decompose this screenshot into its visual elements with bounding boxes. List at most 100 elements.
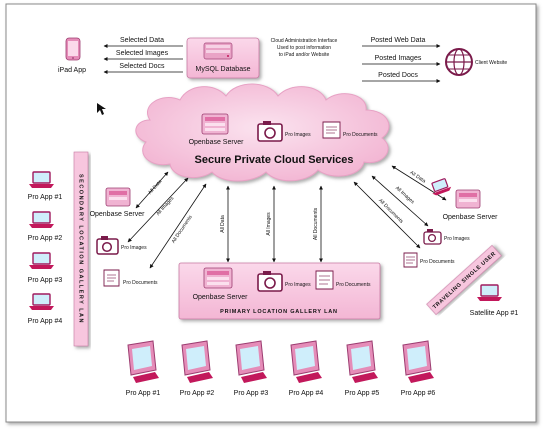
center-all-data-label: All Data (220, 215, 226, 233)
primary-app-label: Pro App #1 (126, 390, 161, 397)
traveling-images-label: Pro Images (444, 236, 470, 242)
posted-docs-label: Posted Docs (378, 72, 418, 79)
traveling-server: Openbase Server (443, 189, 499, 221)
primary-app-label: Pro App #3 (234, 390, 269, 397)
laptop-icon (477, 284, 502, 301)
secondary-laptop-4: Pro App #4 (28, 293, 63, 325)
website-arrows: Posted Web Data Posted Images Posted Doc… (362, 37, 441, 83)
desktop-monitor-icon (235, 340, 267, 383)
server-icon (105, 187, 131, 207)
traveling-images: Pro Images (423, 229, 470, 245)
satellite-app-label: Satellite App #1 (470, 310, 519, 317)
primary-images-label: Pro Images (285, 282, 311, 288)
cloud-server-label: Openbase Server (189, 139, 245, 146)
posted-images-label: Posted Images (375, 55, 422, 62)
secondary-lan: SECONDARY LOCATION GALLERY LAN (73, 151, 89, 347)
primary-lan: Openbase Server Pro Images Pro Documents… (178, 262, 381, 320)
secondary-banner (73, 151, 89, 347)
secondary-documents-label: Pro Documents (123, 280, 158, 286)
mysql-database-box: MySQL Database (186, 37, 260, 79)
primary-desktop-5: Pro App #5 (345, 340, 380, 397)
selected-docs-label: Selected Docs (119, 63, 165, 70)
selected-data-label: Selected Data (120, 37, 164, 44)
cloud-title: Secure Private Cloud Services (195, 154, 354, 166)
mysql-database-label: MySQL Database (196, 66, 251, 73)
client-website-label: Client Website (475, 60, 507, 66)
desktop-monitor-icon (346, 340, 378, 383)
laptop-icon (29, 171, 54, 188)
primary-app-label: Pro App #4 (289, 390, 324, 397)
laptop-icon (431, 178, 452, 196)
laptop-icon (29, 293, 54, 310)
cloud-camera-icon (257, 121, 283, 142)
secondary-app-label: Pro App #2 (28, 235, 63, 242)
globe-icon (445, 48, 473, 76)
cloud-admin-note: Cloud Administration Interface Used to p… (271, 38, 338, 58)
client-website: Client Website (445, 48, 507, 76)
primary-desktop-2: Pro App #2 (180, 340, 215, 397)
cloud-admin-line-1: Cloud Administration Interface (271, 38, 338, 44)
desktop-monitor-icon (290, 340, 322, 383)
page-frame (5, 3, 537, 423)
secondary-app-label: Pro App #3 (28, 277, 63, 284)
camera-icon (423, 229, 442, 245)
secondary-documents: Pro Documents (103, 269, 158, 287)
desktop-monitor-icon (181, 340, 213, 383)
cursor-icon (97, 103, 106, 115)
primary-desktop-3: Pro App #3 (234, 340, 269, 397)
secondary-images-label: Pro Images (121, 245, 147, 251)
secondary-images: Pro Images (96, 236, 147, 255)
document-icon (403, 252, 418, 268)
cloud-admin-line-3: to iPad and/or Website (279, 52, 330, 58)
camera-icon (96, 236, 119, 255)
primary-desktop-6: Pro App #6 (401, 340, 436, 397)
secondary-app-label: Pro App #1 (28, 194, 63, 201)
ipad-arrows: Selected Data Selected Images Selected D… (103, 37, 183, 74)
satellite-laptop: Satellite App #1 (470, 284, 519, 317)
laptop-icon (29, 211, 54, 228)
secondary-laptop-2: Pro App #2 (28, 211, 63, 242)
center-arrows: All Data All Images All Documents (220, 185, 323, 263)
secondary-laptop-1: Pro App #1 (28, 171, 63, 201)
primary-app-label: Pro App #2 (180, 390, 215, 397)
cloud-server-icon (201, 113, 229, 135)
primary-document-icon (315, 270, 334, 290)
traveling-documents-label: Pro Documents (420, 259, 455, 265)
database-server-icon (203, 42, 233, 60)
primary-app-label: Pro App #6 (401, 390, 436, 397)
primary-desktop-1: Pro App #1 (126, 340, 161, 397)
center-all-images-label: All Images (266, 212, 272, 236)
traveling-banner (426, 244, 502, 316)
secondary-server-label: Openbase Server (90, 211, 146, 218)
laptop-icon (29, 252, 54, 269)
desktop-monitor-icon (127, 340, 159, 383)
primary-banner-label: PRIMARY LOCATION GALLERY LAN (220, 309, 338, 315)
traveling-documents: Pro Documents (403, 252, 455, 268)
primary-server-icon (203, 267, 233, 289)
cloud-documents-label: Pro Documents (343, 132, 378, 138)
ipad-device: iPad App (58, 37, 86, 74)
cloud-admin-line-2: Used to post information (277, 45, 331, 51)
secondary-laptop-3: Pro App #3 (28, 252, 63, 284)
primary-server-label: Openbase Server (193, 294, 249, 301)
selected-images-label: Selected Images (116, 50, 169, 57)
center-all-documents-label: All Documents (313, 207, 319, 240)
secondary-app-label: Pro App #4 (28, 318, 63, 325)
cloud-images-label: Pro Images (285, 132, 311, 138)
primary-camera-icon (257, 271, 283, 292)
secure-cloud: Openbase Server Pro Images Pro Documents… (135, 83, 390, 182)
primary-desktops: Pro App #1 Pro App #2 Pro App #3 Pro App #4… (126, 340, 436, 397)
primary-app-label: Pro App #5 (345, 390, 380, 397)
posted-web-data-label: Posted Web Data (371, 37, 426, 44)
desktop-monitor-icon (402, 340, 434, 383)
cloud-document-icon (322, 121, 341, 139)
traveling-all-images-arrow (371, 175, 429, 227)
traveling-server-label: Openbase Server (443, 214, 499, 221)
secondary-all-documents-arrow (149, 183, 207, 269)
ipad-icon (65, 37, 81, 61)
traveling-laptop-top (431, 178, 452, 196)
primary-documents-label: Pro Documents (336, 282, 371, 288)
primary-desktop-4: Pro App #4 (289, 340, 324, 397)
